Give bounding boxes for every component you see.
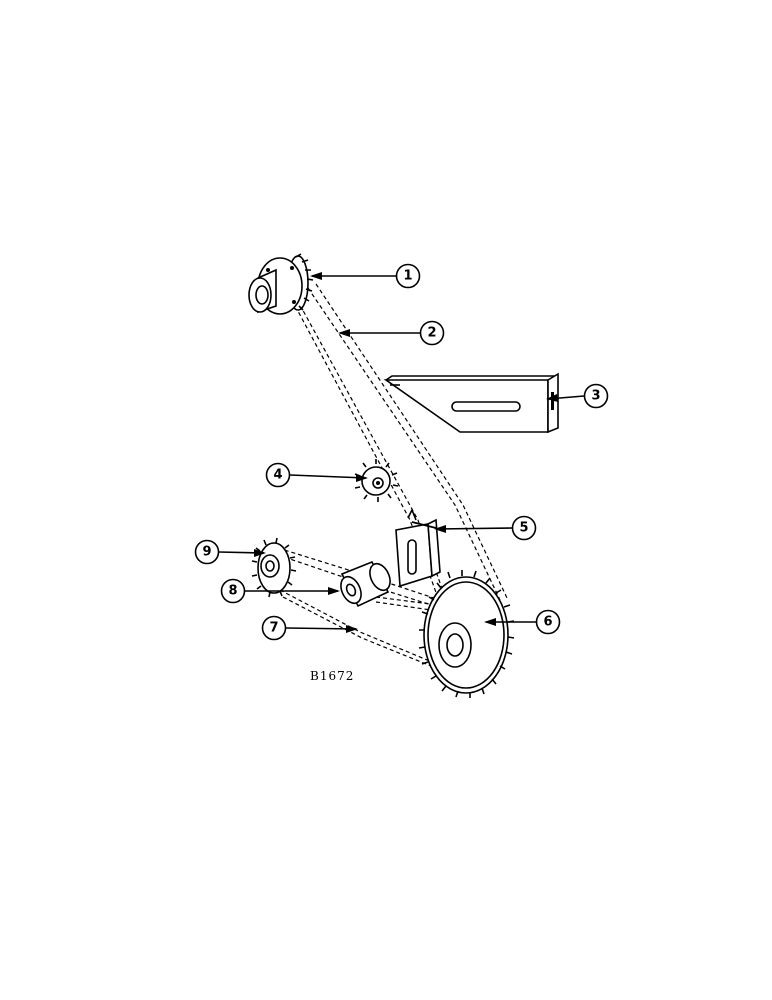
- callout-8: 8: [220, 578, 246, 604]
- svg-text:9: 9: [202, 545, 211, 560]
- callout-2: 2: [419, 320, 445, 346]
- svg-text:6: 6: [543, 615, 552, 630]
- idler-bracket: [383, 372, 559, 434]
- callout-4: 4: [265, 462, 291, 488]
- sliding-idler-mount: [395, 508, 441, 588]
- drive-sprocket-hub: [248, 253, 314, 315]
- svg-text:2: 2: [427, 326, 436, 341]
- svg-text:4: 4: [273, 468, 282, 483]
- callout-1: 1: [395, 263, 421, 289]
- callout-3: 3: [583, 383, 609, 409]
- spacer: [340, 560, 391, 608]
- large-driven-sprocket: [418, 570, 515, 698]
- idler-sprocket: [354, 459, 399, 502]
- svg-text:5: 5: [519, 521, 528, 536]
- figure-id: B1672: [310, 669, 354, 683]
- bracket-slot: [451, 401, 521, 412]
- callout-6: 6: [535, 609, 561, 635]
- svg-text:8: 8: [228, 584, 237, 599]
- callout-5: 5: [511, 515, 537, 541]
- svg-text:1: 1: [403, 269, 412, 284]
- svg-text:3: 3: [591, 389, 600, 404]
- svg-text:7: 7: [269, 621, 278, 636]
- callout-7: 7: [261, 615, 287, 641]
- callout-leaders: [218, 272, 585, 633]
- small-sprocket: [251, 537, 297, 598]
- callout-9: 9: [194, 539, 220, 565]
